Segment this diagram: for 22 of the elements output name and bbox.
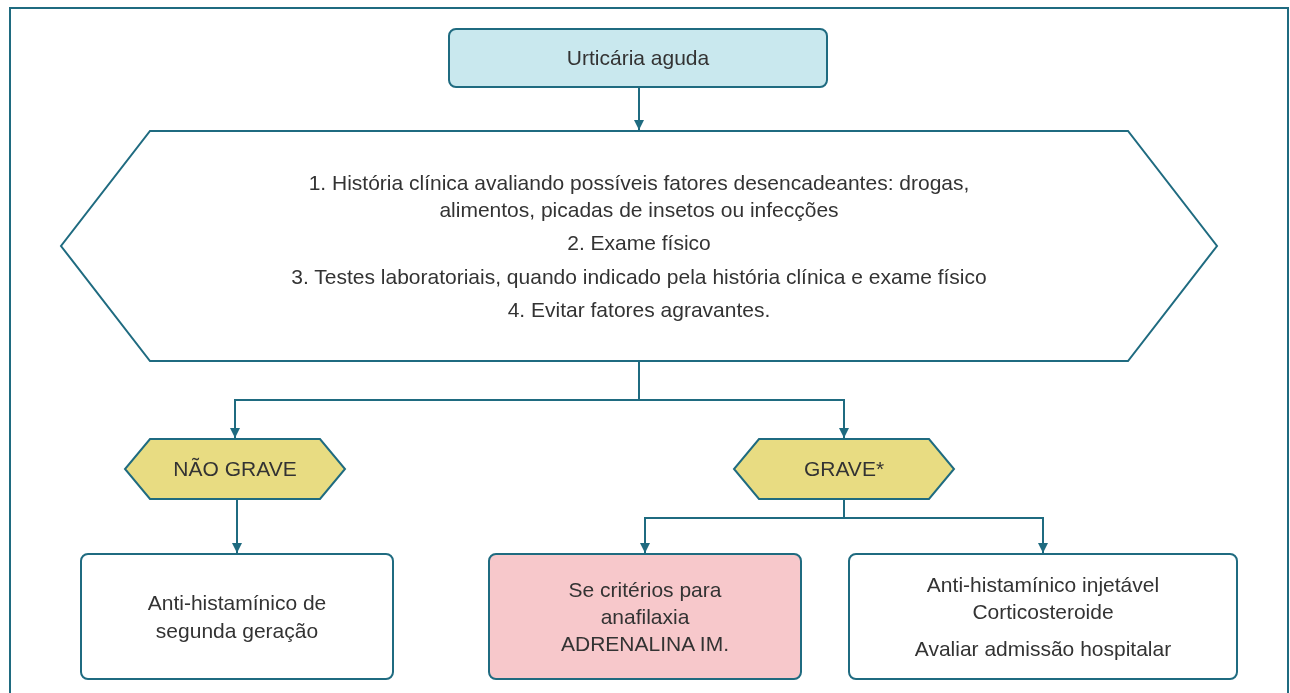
treatment-box [80, 553, 394, 680]
node-text: GRAVE* [803, 456, 885, 483]
treatment-box [848, 553, 1238, 680]
node-text: Se critérios para anafilaxia ADRENALINA IM. [559, 576, 730, 658]
node-text: Avaliar admissão hospitalar [914, 636, 1172, 663]
node-text: 2. Exame físico [567, 230, 711, 257]
node-text: 1. História clínica avaliando possíveis fatores desencadeantes: drogas, alimentos, picadas de insetos ou infecções [307, 169, 971, 224]
node-text: Anti-histamínico injetável [926, 571, 1160, 598]
node-text: NÃO GRAVE [173, 456, 297, 483]
arrow [843, 499, 1048, 554]
treatment-box [488, 553, 802, 680]
process-hexagon [60, 130, 1218, 362]
node-text: 4. Evitar fatores agravantes. [507, 296, 771, 323]
node-text: Urticária aguda [566, 45, 710, 72]
arrow [634, 87, 644, 131]
decision-hexagon [124, 438, 346, 500]
decision-hexagon [733, 438, 955, 500]
start-box [448, 28, 828, 88]
arrow [232, 499, 242, 554]
node-text: Anti-histamínico de segunda geração [146, 590, 328, 644]
node-text: Corticosteroide [972, 598, 1114, 625]
node-text: 3. Testes laboratoriais, quando indicado pela história clínica e exame físico [291, 263, 987, 290]
